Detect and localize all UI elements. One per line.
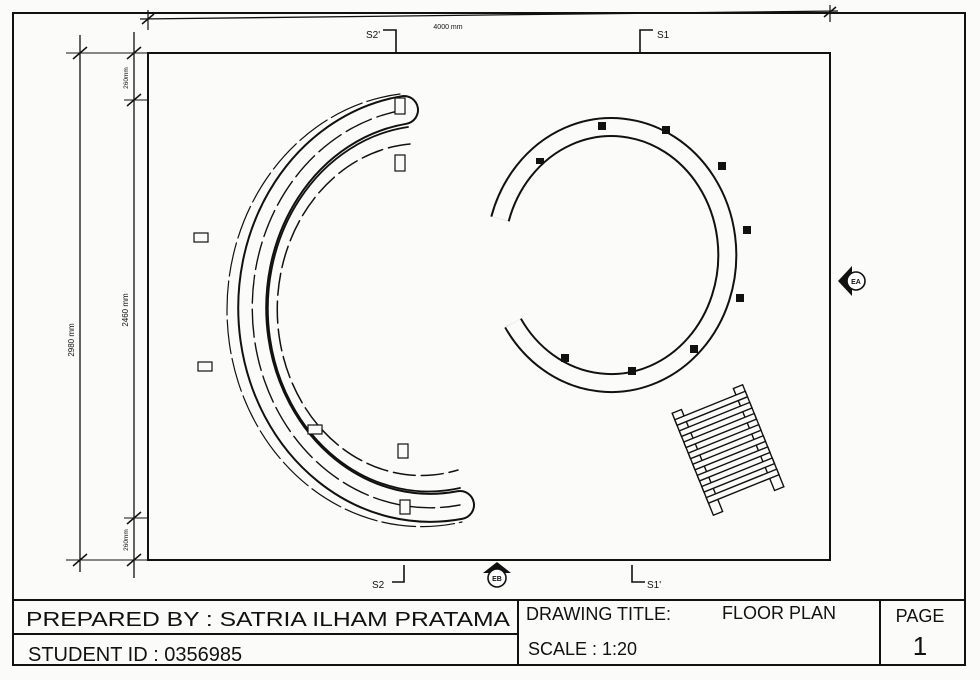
- page-label: PAGE: [896, 606, 945, 626]
- page-number: 1: [913, 631, 927, 661]
- svg-text:S1': S1': [647, 580, 661, 591]
- drawing-title-label: DRAWING TITLE:: [526, 604, 671, 624]
- scale-label: SCALE : 1:20: [528, 639, 637, 659]
- sheet-border: [12, 12, 966, 666]
- drawing-frame: [147, 52, 831, 561]
- top-margin-label: 260mm: [123, 67, 130, 89]
- svg-text:S2: S2: [372, 580, 385, 591]
- ring-joints: [536, 122, 751, 375]
- section-mark-s1-bottom: S1': [631, 565, 661, 591]
- left-total-dimension: 2980 mm: [66, 35, 148, 572]
- svg-text:EA: EA: [851, 279, 861, 286]
- segmented-ring: [490, 117, 738, 394]
- section-mark-s1-top: S1: [639, 29, 670, 52]
- svg-text:S1: S1: [657, 30, 670, 41]
- c-wall-straps: [193, 97, 411, 515]
- bottom-margin-label: 260mm: [123, 529, 130, 551]
- inner-height-label: 2460 mm: [121, 293, 130, 327]
- section-mark-s2-bottom: S2: [372, 565, 405, 591]
- top-dimension-label: 4000 mm: [433, 24, 462, 31]
- ladder: [671, 383, 785, 517]
- drawing-title-value: FLOOR PLAN: [722, 603, 836, 623]
- elevation-marker-eb: EB: [483, 562, 511, 588]
- student-id-label: STUDENT ID : 0356985: [28, 644, 242, 666]
- top-dimension: 4000 mm: [139, 5, 839, 31]
- section-mark-s2-top: S2': [366, 29, 397, 52]
- title-block: [13, 599, 965, 665]
- prepared-by-label: PREPARED BY : SATRIA ILHAM PRATAMA: [26, 609, 511, 631]
- c-shaped-bundle-wall: [226, 93, 475, 528]
- elevation-marker-ea: EA: [838, 266, 866, 296]
- svg-text:EB: EB: [492, 576, 502, 583]
- left-chain-dimension: 260mm 2460 mm 260mm: [121, 32, 148, 578]
- svg-text:S2': S2': [366, 30, 380, 41]
- left-total-label: 2980 mm: [67, 323, 76, 357]
